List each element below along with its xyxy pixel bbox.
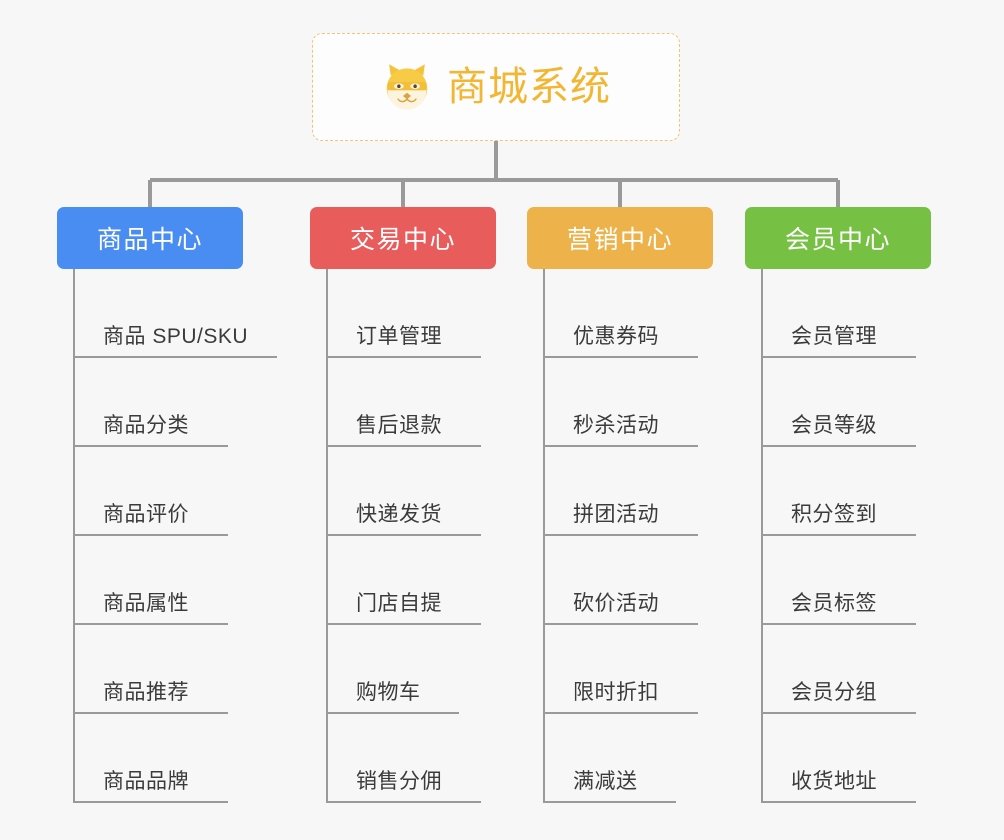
list-item-label: 快递发货 — [356, 503, 442, 526]
list-item-rule — [73, 534, 228, 536]
list-item-rule — [761, 712, 916, 714]
list-item-rule — [326, 534, 481, 536]
list-item[interactable]: 优惠券码 — [527, 269, 713, 358]
branch-stem — [761, 269, 763, 803]
branch-stem — [326, 269, 328, 803]
list-item-label: 商品品牌 — [103, 770, 189, 793]
list-item-label: 积分签到 — [791, 503, 877, 526]
list-item-label: 会员等级 — [791, 414, 877, 437]
list-item-rule — [543, 534, 698, 536]
list-item[interactable]: 会员等级 — [745, 358, 931, 447]
list-item-label: 拼团活动 — [573, 503, 659, 526]
list-item[interactable]: 限时折扣 — [527, 625, 713, 714]
list-item-rule — [543, 801, 676, 803]
list-item-rule — [761, 534, 916, 536]
list-item-label: 收货地址 — [791, 770, 877, 793]
list-item-rule — [73, 356, 277, 358]
branch-header-member[interactable]: 会员中心 — [745, 207, 931, 269]
branch-header-product[interactable]: 商品中心 — [57, 207, 243, 269]
branch-items-member: 会员管理 会员等级 积分签到 会员标签 会员分组 收货地址 — [745, 269, 931, 803]
list-item[interactable]: 购物车 — [310, 625, 496, 714]
list-item[interactable]: 满减送 — [527, 714, 713, 803]
branch-header-trade[interactable]: 交易中心 — [310, 207, 496, 269]
list-item-label: 秒杀活动 — [573, 414, 659, 437]
branch-header-label: 营销中心 — [566, 226, 673, 254]
branch-header-marketing[interactable]: 营销中心 — [527, 207, 713, 269]
branch-items-product: 商品 SPU/SKU 商品分类 商品评价 商品属性 商品推荐 商品品牌 — [57, 269, 277, 803]
list-item-rule — [543, 623, 698, 625]
list-item-label: 优惠券码 — [573, 325, 659, 348]
list-item[interactable]: 会员分组 — [745, 625, 931, 714]
branch-header-label: 交易中心 — [349, 226, 456, 254]
root-title: 商城系统 — [447, 65, 611, 109]
branch-header-label: 会员中心 — [784, 226, 891, 254]
list-item-rule — [761, 623, 916, 625]
list-item[interactable]: 订单管理 — [310, 269, 496, 358]
list-item[interactable]: 积分签到 — [745, 447, 931, 536]
list-item-rule — [326, 356, 481, 358]
list-item-label: 购物车 — [356, 681, 421, 704]
list-item-rule — [73, 712, 228, 714]
list-item[interactable]: 砍价活动 — [527, 536, 713, 625]
list-item[interactable]: 商品评价 — [57, 447, 243, 536]
list-item[interactable]: 商品 SPU/SKU — [57, 269, 277, 358]
list-item-rule — [73, 801, 228, 803]
list-item-label: 商品推荐 — [103, 681, 189, 704]
list-item[interactable]: 商品推荐 — [57, 625, 243, 714]
list-item[interactable]: 会员管理 — [745, 269, 931, 358]
list-item-label: 限时折扣 — [573, 681, 659, 704]
branch-column-trade: 交易中心 订单管理 售后退款 快递发货 门店自提 购物车 — [310, 207, 496, 803]
list-item[interactable]: 会员标签 — [745, 536, 931, 625]
branch-column-product: 商品中心 商品 SPU/SKU 商品分类 商品评价 商品属性 商品推荐 — [57, 207, 277, 803]
shiba-dog-face-icon — [386, 64, 428, 110]
list-item-label: 会员标签 — [791, 592, 877, 615]
list-item-rule — [761, 356, 916, 358]
branch-stem — [543, 269, 545, 803]
list-item-label: 销售分佣 — [356, 770, 442, 793]
list-item-rule — [326, 801, 481, 803]
list-item-label: 商品属性 — [103, 592, 189, 615]
list-item-label: 商品分类 — [103, 414, 189, 437]
list-item-rule — [543, 712, 698, 714]
list-item-label: 满减送 — [573, 770, 638, 793]
branch-stem — [73, 269, 75, 803]
list-item-rule — [761, 445, 916, 447]
list-item[interactable]: 拼团活动 — [527, 447, 713, 536]
list-item-rule — [326, 623, 481, 625]
branch-header-label: 商品中心 — [96, 226, 203, 254]
list-item-label: 售后退款 — [356, 414, 442, 437]
list-item-rule — [543, 356, 698, 358]
list-item-label: 商品评价 — [103, 503, 189, 526]
root-node[interactable]: 商城系统 — [312, 33, 680, 141]
list-item-rule — [543, 445, 698, 447]
list-item-rule — [326, 445, 481, 447]
branch-items-trade: 订单管理 售后退款 快递发货 门店自提 购物车 销售分佣 — [310, 269, 496, 803]
list-item-rule — [73, 445, 228, 447]
list-item[interactable]: 秒杀活动 — [527, 358, 713, 447]
list-item-label: 砍价活动 — [573, 592, 659, 615]
list-item[interactable]: 商品属性 — [57, 536, 243, 625]
list-item-rule — [73, 623, 228, 625]
list-item[interactable]: 商品分类 — [57, 358, 243, 447]
list-item-label: 会员分组 — [791, 681, 877, 704]
list-item[interactable]: 售后退款 — [310, 358, 496, 447]
list-item-rule — [761, 801, 916, 803]
branch-column-member: 会员中心 会员管理 会员等级 积分签到 会员标签 会员分组 — [745, 207, 931, 803]
list-item[interactable]: 门店自提 — [310, 536, 496, 625]
list-item[interactable]: 快递发货 — [310, 447, 496, 536]
branch-items-marketing: 优惠券码 秒杀活动 拼团活动 砍价活动 限时折扣 满减送 — [527, 269, 713, 803]
list-item-label: 订单管理 — [356, 325, 442, 348]
list-item[interactable]: 收货地址 — [745, 714, 931, 803]
list-item-label: 商品 SPU/SKU — [103, 325, 249, 348]
branch-column-marketing: 营销中心 优惠券码 秒杀活动 拼团活动 砍价活动 限时折扣 — [527, 207, 713, 803]
list-item-label: 会员管理 — [791, 325, 877, 348]
list-item-rule — [326, 712, 459, 714]
list-item-label: 门店自提 — [356, 592, 442, 615]
list-item[interactable]: 商品品牌 — [57, 714, 243, 803]
list-item[interactable]: 销售分佣 — [310, 714, 496, 803]
